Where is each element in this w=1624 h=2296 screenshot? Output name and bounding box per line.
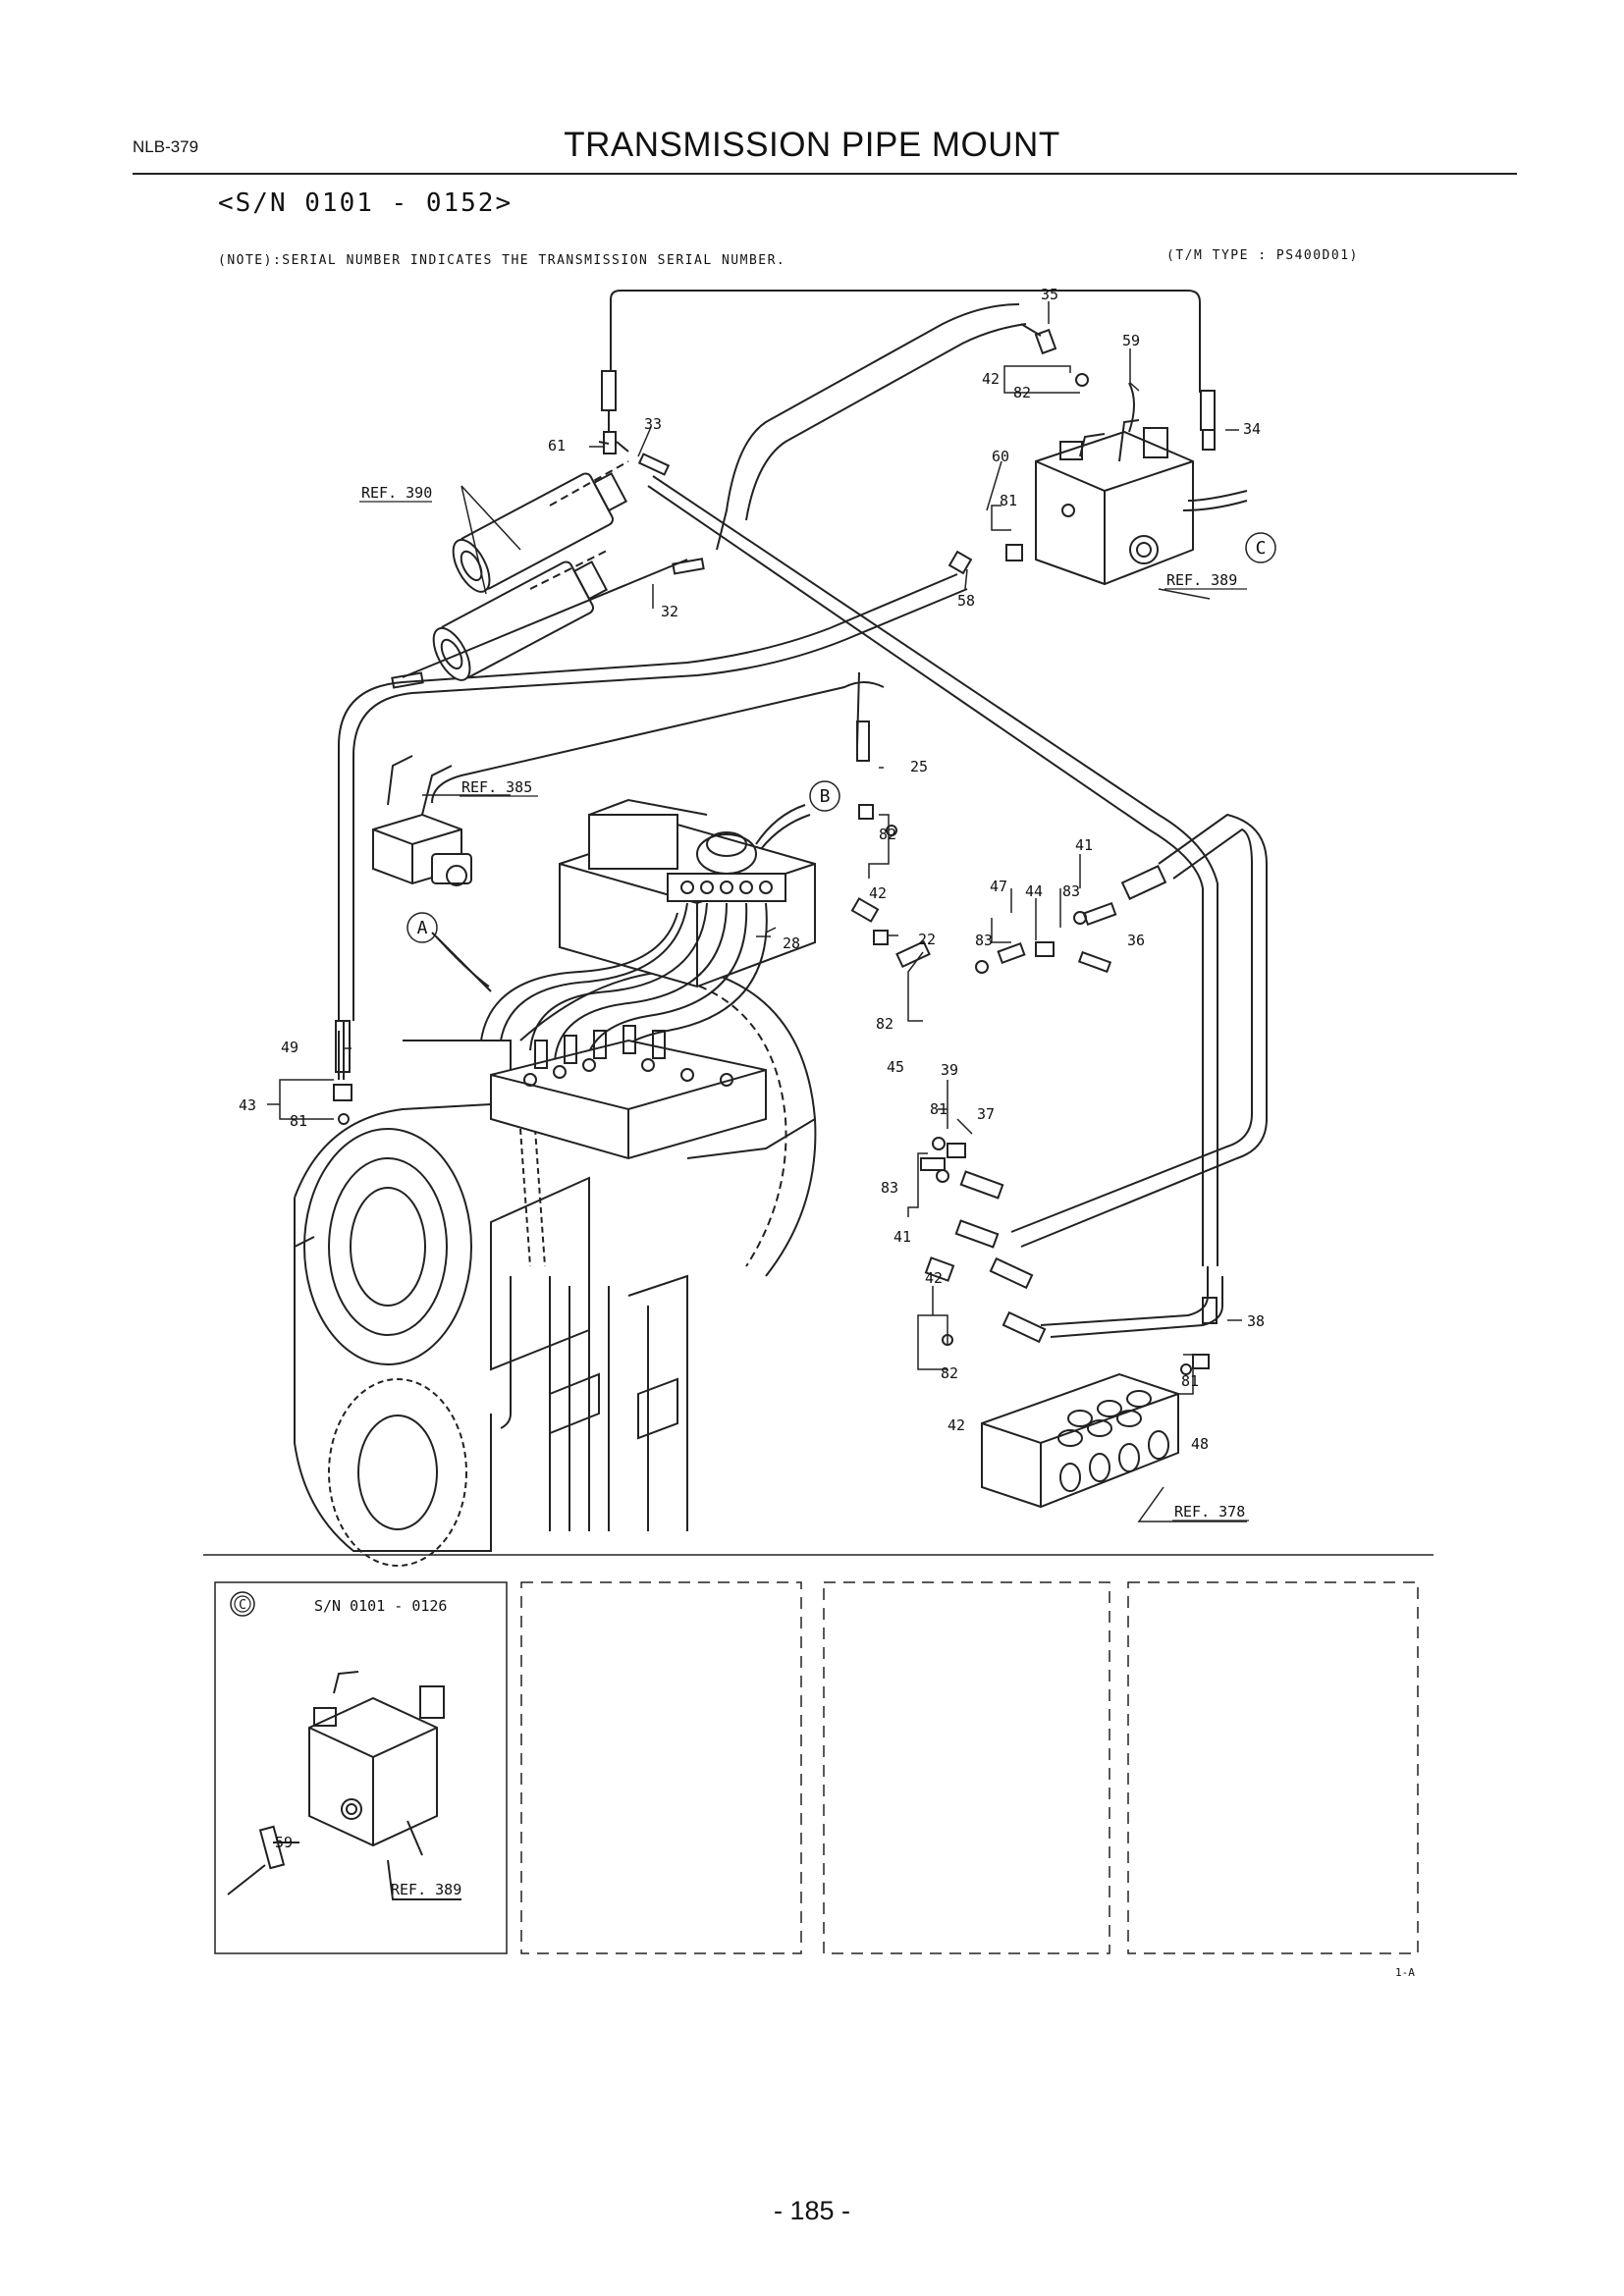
callout-48: 48: [1191, 1435, 1209, 1453]
marker-a: A: [417, 918, 428, 938]
marker-leaders: [431, 490, 1248, 992]
callout-41: 41: [893, 1228, 911, 1246]
callout-83: 83: [1062, 882, 1080, 900]
callout-36: 36: [1127, 932, 1145, 949]
callout-59: 59: [275, 1834, 293, 1851]
callout-47: 47: [990, 878, 1007, 895]
callout-42: 42: [947, 1416, 965, 1434]
callout-59: 59: [1122, 332, 1140, 349]
valve-block-378: [981, 1372, 1179, 1509]
ref-385-label: REF. 385: [461, 778, 532, 796]
callout-37: 37: [977, 1105, 995, 1123]
callout-82: 82: [879, 826, 896, 843]
callout-33: 33: [644, 415, 662, 433]
detail-markers: A B C: [406, 532, 1276, 943]
callout-81: 81: [1000, 492, 1017, 509]
ref-378-label: REF. 378: [1174, 1503, 1245, 1521]
solenoid-valve-385: [372, 755, 472, 886]
inset-serial: S/N 0101 - 0126: [314, 1597, 447, 1615]
callout-82: 82: [941, 1364, 958, 1382]
callout-81: 81: [290, 1112, 307, 1130]
serial-range: <S/N 0101 - 0152>: [218, 188, 514, 218]
callout-81: 81: [930, 1100, 947, 1118]
fittings: [333, 323, 1218, 1375]
valve-plate: [490, 1025, 767, 1160]
callout-58: 58: [957, 592, 975, 610]
ref-389-label: REF. 389: [1166, 571, 1237, 589]
tm-type: (T/M TYPE : PS400D01): [1166, 248, 1359, 263]
callout-43: 43: [239, 1096, 256, 1114]
callout-42: 42: [982, 370, 1000, 388]
callout-82: 82: [1013, 384, 1031, 401]
header-rule: [133, 173, 1517, 175]
valve-block-389: [1035, 419, 1194, 586]
ref-389-label: REF. 389: [391, 1881, 461, 1898]
callout-42: 42: [869, 884, 887, 902]
serial-note: (NOTE):SERIAL NUMBER INDICATES THE TRANS…: [218, 253, 786, 268]
page-number: - 185 -: [773, 2196, 851, 2225]
callout-28: 28: [783, 934, 800, 952]
callout-44: 44: [1025, 882, 1043, 900]
callout-leaders: [267, 301, 1247, 1522]
empty-panel-2: [823, 1581, 1110, 1954]
callout-38: 38: [1247, 1312, 1265, 1330]
callout-49: 49: [281, 1039, 298, 1056]
callout-82: 82: [876, 1015, 893, 1033]
document-code: NLB-379: [133, 137, 199, 156]
ref-labels: REF. 390 REF. 389 REF. 385 REF. 378: [361, 484, 1245, 1521]
callout-39: 39: [941, 1061, 958, 1079]
callout-35: 35: [1041, 286, 1058, 303]
marker-b: B: [820, 786, 831, 807]
sheet-id: 1-A: [1395, 1966, 1415, 1979]
callout-45: 45: [887, 1058, 904, 1076]
callout-42: 42: [925, 1269, 943, 1287]
inset-marker-c: C: [239, 1598, 246, 1613]
page-title: TRANSMISSION PIPE MOUNT: [564, 126, 1060, 164]
empty-panel-1: [520, 1581, 802, 1954]
callout-61: 61: [548, 437, 566, 454]
callout-81: 81: [1181, 1372, 1199, 1390]
marker-c: C: [1256, 538, 1267, 559]
ref-underlines: [359, 501, 1249, 1522]
empty-panel-3: [1127, 1581, 1419, 1954]
callout-34: 34: [1243, 420, 1261, 438]
callout-32: 32: [661, 603, 678, 620]
callout-22: 22: [918, 931, 936, 948]
filter-assembly: [402, 460, 688, 681]
callout-labels: 35 59 42 82 34 61 33 60 81 58 32 25 82 4…: [239, 286, 1265, 1453]
callout-41: 41: [1075, 836, 1093, 854]
callout-83: 83: [881, 1179, 898, 1197]
callout-83: 83: [975, 932, 993, 949]
inset-detail-c: C S/N 0101 - 0126 59 REF. 389: [214, 1581, 508, 1954]
transmission-housing: [294, 969, 817, 1567]
callout-60: 60: [992, 448, 1009, 465]
control-valve-block: [559, 798, 816, 988]
ref-390-label: REF. 390: [361, 484, 432, 502]
empty-panels: [520, 1581, 1419, 1954]
callout-25: 25: [910, 758, 928, 775]
